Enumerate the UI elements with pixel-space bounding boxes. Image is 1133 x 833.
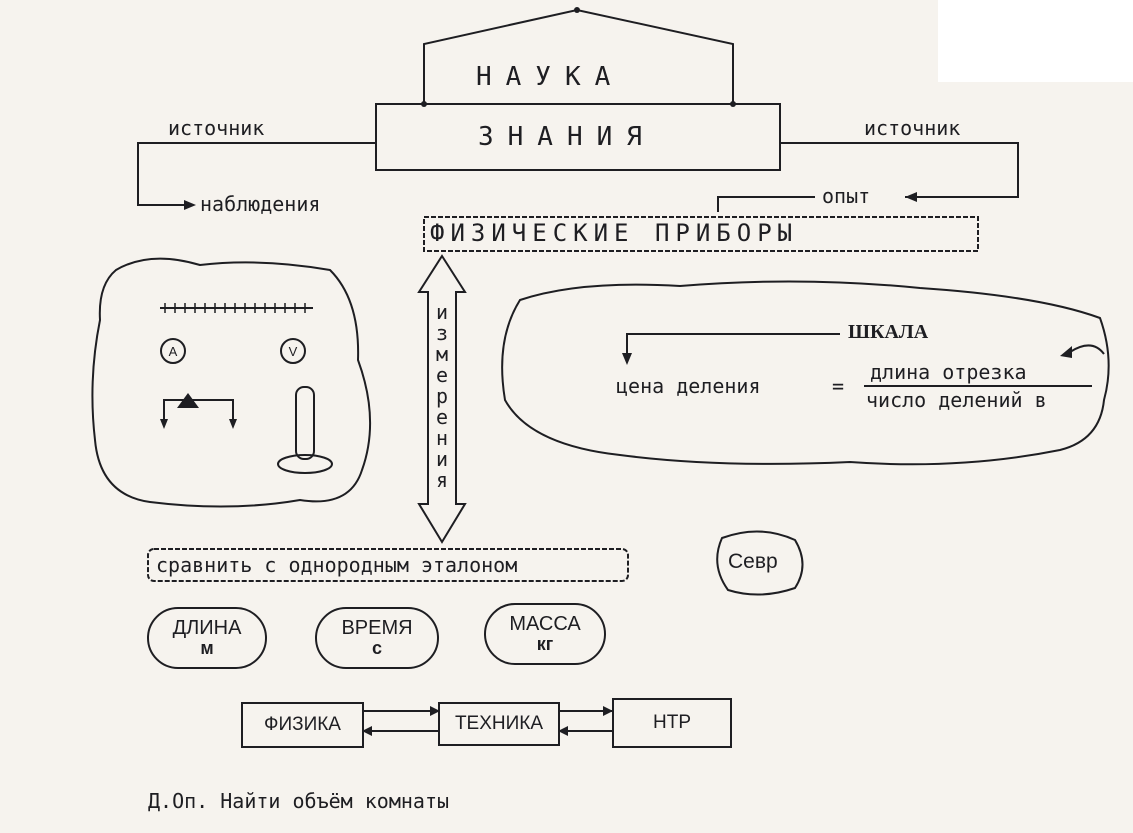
chain-head-2 [362,726,372,736]
compare-banner [147,548,629,582]
balance-left-tip [160,419,168,429]
roof-label: НАУКА [476,62,625,92]
instruments-label: ФИЗИЧЕСКИЕ ПРИБОРЫ [430,219,799,247]
chain-head-1 [430,706,440,716]
measure-arrow [417,254,467,544]
measurement-letter: з [435,321,449,345]
measurement-letter: р [435,384,449,408]
balance-beam [163,399,234,423]
right-connector [780,142,1019,198]
roof-dot-2 [730,101,736,107]
compare-label: сравнить с однородным эталоном [156,553,518,577]
stand-rod [295,386,315,460]
quantity-unit: с [371,638,382,659]
left-arrowhead [184,200,196,210]
chain-scientific-revolution: НТР [612,698,732,748]
quantity-name: ВРЕМЯ [341,617,413,640]
voltmeter-icon: V [280,338,306,364]
left-source-label: источник [168,116,265,140]
stand-base [277,454,333,474]
curl-arrow [1069,344,1105,355]
chain-physics: ФИЗИКА [241,702,364,748]
measurement-letter: е [435,363,449,387]
measurement-letter: н [435,426,449,450]
measurement-letter: и [435,447,449,471]
sevres-label: Севр [728,550,778,573]
right-cloud [501,280,1110,466]
scale-arrowhead [622,353,632,365]
fraction-numerator: длина отрезка [870,360,1027,384]
balance-right-tip [229,419,237,429]
right-target-label: опыт [822,184,871,208]
quantity-time: ВРЕМЯ с [315,607,439,669]
paper-corner [938,0,1133,82]
fraction-denominator: число делений в [866,388,1047,412]
measurement-letter: я [435,468,449,492]
foundation-label: ЗНАНИЯ [478,122,656,152]
right-arrowhead [905,192,917,202]
homework-text: Д.Оп. Найти объём комнаты [148,789,450,813]
quantity-unit: кг [536,634,554,655]
curl-head [1060,346,1072,358]
roof-dot-3 [574,7,580,13]
right-source-label: источник [864,116,961,140]
quantity-unit: м [200,638,214,659]
chain-head-3 [603,706,613,716]
chain-head-4 [558,726,568,736]
equals-sign: = [832,374,845,398]
quantity-mass: МАССА кг [484,603,606,665]
sevres-blob [716,530,804,596]
left-cloud [91,257,372,508]
quantity-name: ДЛИНА [172,617,242,640]
experiment-to-instruments [717,196,815,212]
quantity-length: ДЛИНА м [147,607,267,669]
foundation-box [375,103,781,171]
balance-triangle [177,393,199,408]
left-connector [137,142,376,206]
measurement-letter: е [435,405,449,429]
instruments-banner [423,216,979,252]
scale-label: ШКАЛА [848,321,929,343]
measurement-letter: и [435,300,449,324]
measurement-letter: м [435,342,449,366]
ammeter-icon: A [160,338,186,364]
roof-dot-1 [421,101,427,107]
left-target-label: наблюдения [200,192,321,216]
scale-arrow [626,333,840,357]
division-value-label: цена деления [616,374,761,398]
measurement-label: и з м е р е н и я [432,302,452,491]
quantity-name: МАССА [509,613,581,636]
chain-technology: ТЕХНИКА [438,702,560,746]
